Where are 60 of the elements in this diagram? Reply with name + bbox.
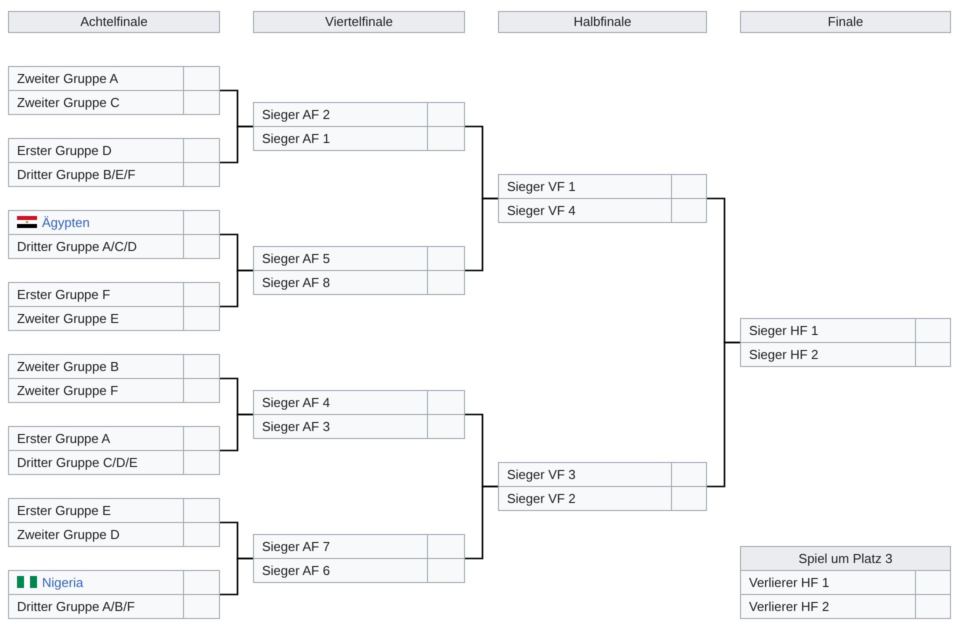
team-name: Sieger VF 2	[507, 490, 576, 508]
team-name: Zweiter Gruppe D	[17, 526, 120, 544]
round-header: Achtelfinale	[8, 11, 220, 33]
team-name: Sieger AF 6	[262, 562, 330, 580]
team-name: Erster Gruppe E	[17, 502, 111, 520]
match-box	[253, 102, 465, 151]
match-box	[8, 498, 220, 547]
team-name: Sieger AF 7	[262, 538, 330, 556]
team-name: Zweiter Gruppe C	[17, 94, 120, 112]
match-box	[8, 138, 220, 187]
team-name: Sieger VF 4	[507, 202, 576, 220]
match-title: Spiel um Platz 3	[741, 547, 950, 570]
match-box	[253, 534, 465, 583]
team-link: Nigeria	[42, 575, 84, 590]
round-header: Viertelfinale	[253, 11, 465, 33]
match-box	[8, 66, 220, 115]
team-name: Sieger HF 1	[749, 322, 818, 340]
match-box	[8, 570, 220, 619]
team-name: Dritter Gruppe C/D/E	[17, 454, 138, 472]
team-name: Zweiter Gruppe A	[17, 70, 118, 88]
bracket-line	[465, 486, 498, 560]
team-name: Sieger AF 1	[262, 130, 330, 148]
match-box	[253, 246, 465, 295]
team-link: Ägypten	[42, 215, 90, 230]
team-name: Sieger AF 3	[262, 418, 330, 436]
team-name: Zweiter Gruppe E	[17, 310, 119, 328]
team-name: Sieger AF 2	[262, 106, 330, 124]
team-name: Sieger HF 2	[749, 346, 818, 364]
team-name: Erster Gruppe D	[17, 142, 112, 160]
bracket-line	[220, 126, 253, 164]
team-name: Verlierer HF 2	[749, 598, 830, 616]
match-box	[253, 390, 465, 439]
team-name: Sieger AF 4	[262, 394, 330, 412]
round-header: Finale	[740, 11, 951, 33]
match-box	[498, 174, 707, 223]
match-box	[8, 426, 220, 475]
team-name: Dritter Gruppe A/B/F	[17, 598, 135, 616]
team-name: Sieger VF 3	[507, 466, 576, 484]
team-name: Erster Gruppe A	[17, 430, 110, 448]
team-name: Sieger VF 1	[507, 178, 576, 196]
match-card	[740, 546, 951, 619]
team-name: Verlierer HF 1	[749, 574, 830, 592]
match-box	[498, 462, 707, 511]
match-box	[8, 282, 220, 331]
round-header: Halbfinale	[498, 11, 707, 33]
match-box	[8, 354, 220, 403]
bracket-line	[220, 414, 253, 452]
team-name: Zweiter Gruppe B	[17, 358, 119, 376]
match-box	[8, 210, 220, 259]
match-box	[740, 318, 951, 367]
team-name: Sieger AF 8	[262, 274, 330, 292]
team-name: Erster Gruppe F	[17, 286, 110, 304]
team-name: Zweiter Gruppe F	[17, 382, 118, 400]
bracket-line	[707, 342, 740, 488]
bracket-line	[220, 270, 253, 308]
team-name: Dritter Gruppe A/C/D	[17, 238, 137, 256]
bracket-line	[220, 558, 253, 596]
team-name: Dritter Gruppe B/E/F	[17, 166, 136, 184]
team-name: Sieger AF 5	[262, 250, 330, 268]
bracket-line	[465, 198, 498, 272]
